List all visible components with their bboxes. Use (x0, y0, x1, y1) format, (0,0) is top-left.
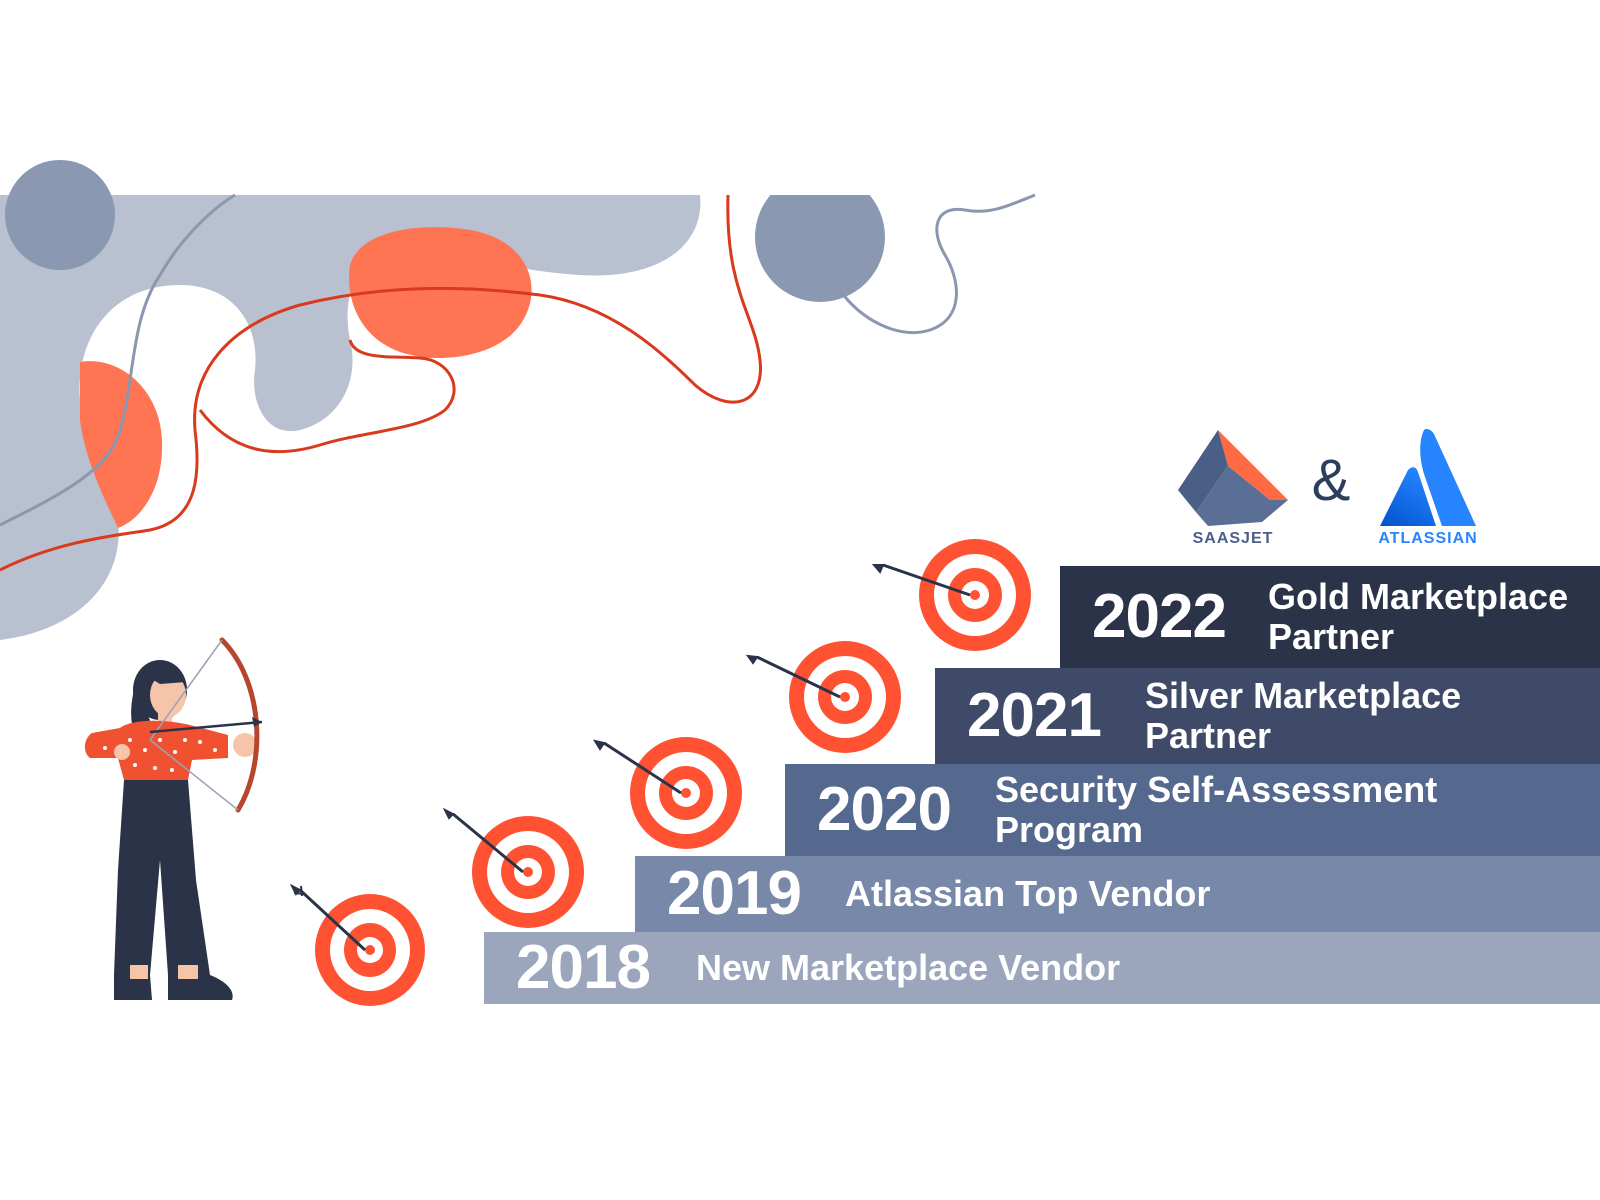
milestone-year: 2018 (516, 933, 651, 1002)
target-2021 (745, 641, 901, 753)
milestone-2019: 2019 Atlassian Top Vendor (635, 856, 1600, 932)
milestone-2021: 2021 Silver Marketplace Partner (935, 668, 1600, 764)
decorative-blobs (0, 160, 920, 640)
milestone-title: Gold Marketplace Partner (1268, 575, 1569, 657)
milestone-year: 2019 (667, 859, 802, 928)
milestone-year: 2020 (817, 775, 952, 844)
orange-blob-left (80, 361, 163, 528)
blob-mask (740, 160, 920, 195)
target-2022 (871, 539, 1031, 651)
milestone-year: 2022 (1092, 582, 1227, 651)
milestone-title: Security Self-Assessment Program (995, 768, 1438, 850)
milestone-2022: 2022 Gold Marketplace Partner (1060, 566, 1600, 668)
target-2020 (592, 737, 742, 849)
milestone-title: Atlassian Top Vendor (845, 872, 1211, 914)
atlassian-wordmark: ATLASSIAN (1378, 530, 1478, 547)
milestone-2020: 2020 Security Self-Assessment Program (785, 764, 1600, 856)
atlassian-logo-mark (1380, 429, 1476, 526)
red-curve-line (0, 194, 762, 572)
target-2019 (442, 807, 584, 928)
red-loop-line (198, 339, 456, 453)
decorative-lines (0, 193, 1036, 572)
dark-circle-right (755, 172, 885, 302)
dark-circle (5, 160, 115, 270)
target-2018 (289, 883, 425, 1006)
gray-curve-right (838, 193, 1036, 335)
saasjet-logo-mark (1178, 430, 1288, 526)
milestone-year: 2021 (967, 681, 1102, 750)
targets (289, 539, 1031, 1006)
milestone-2018: 2018 New Marketplace Vendor (484, 932, 1600, 1004)
orange-blob-top (349, 227, 532, 358)
saasjet-wordmark: SAASJET (1192, 530, 1274, 547)
archer-figure (84, 637, 263, 1000)
milestone-title: New Marketplace Vendor (696, 946, 1121, 988)
ampersand: & (1311, 448, 1351, 513)
milestone-title: Silver Marketplace Partner (1145, 674, 1462, 756)
gray-curve-line (0, 193, 236, 527)
